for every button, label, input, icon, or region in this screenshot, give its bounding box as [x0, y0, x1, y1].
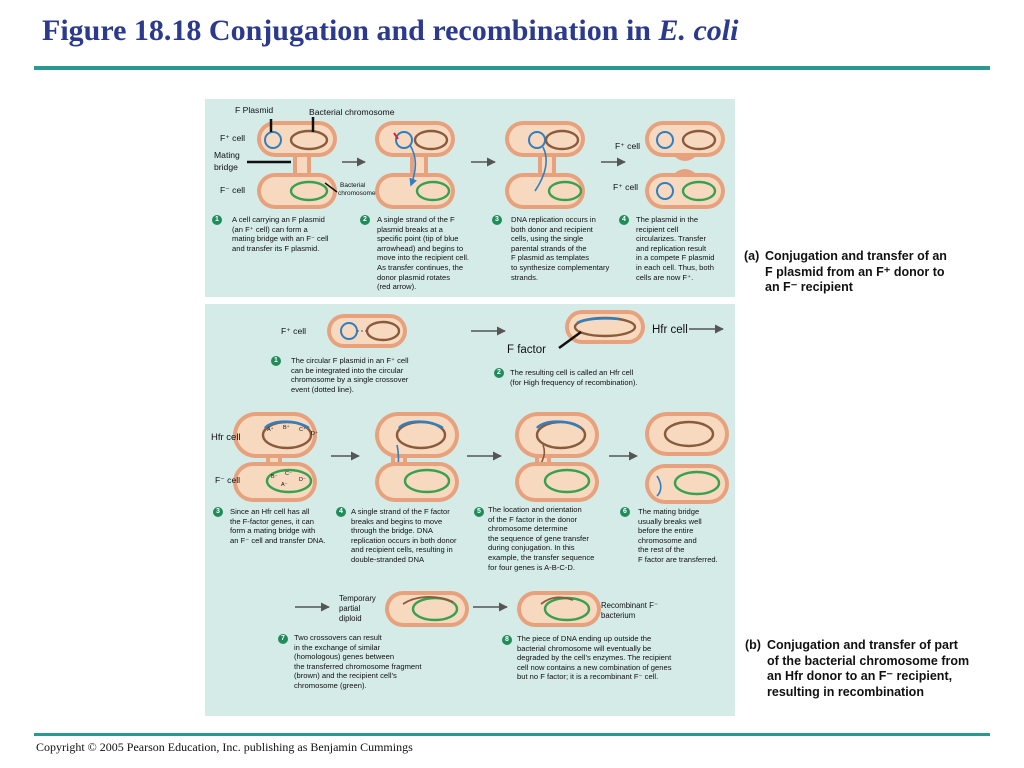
- title-italic-species: E. coli: [658, 14, 739, 47]
- row3-recombination: [295, 591, 601, 627]
- f-plus-cell-right-bottom-label: F⁺ cell: [613, 182, 639, 192]
- gene-b-minus: B⁻: [271, 474, 278, 480]
- panel-a-plasmid-transfer: F Plasmid Bacterial chromosome F⁺ cell M…: [205, 99, 735, 297]
- step-b2-text: The resulting cell is called an Hfr cell…: [510, 368, 638, 387]
- hfr-cell-label: Hfr cell: [211, 432, 241, 443]
- copyright-notice: Copyright © 2005 Pearson Education, Inc.…: [36, 740, 413, 754]
- caption-a: (a) Conjugation and transfer of an F pla…: [744, 249, 947, 294]
- gene-a-minus: A⁻: [281, 482, 288, 488]
- step-a2-badge: 2: [360, 215, 370, 225]
- stage1-cell-pair: [247, 117, 338, 209]
- bottom-divider: [34, 733, 990, 736]
- partial-label: partial: [339, 604, 361, 613]
- row1-f-plus-to-hfr: [327, 310, 724, 350]
- bridge-label: bridge: [214, 162, 238, 172]
- gene-d-minus: D⁻: [299, 477, 306, 483]
- step-a1-text: A cell carrying an F plasmid(an F⁺ cell)…: [232, 215, 329, 253]
- temporary-label: Temporary: [339, 594, 376, 603]
- f-plasmid-label: F Plasmid: [235, 105, 274, 115]
- bacterium-label: bacterium: [601, 611, 636, 620]
- gene-d-plus: D⁺: [311, 431, 318, 437]
- donor-chromosome: [289, 129, 329, 151]
- recipient-chromosome: [289, 180, 329, 202]
- gene-c-minus: C⁻: [285, 471, 292, 477]
- panel-b-illustration: [233, 310, 729, 627]
- panel-b-hfr-recombination: F⁺ cell Hfr cell F factor 1 The circular…: [205, 304, 735, 716]
- step-b1-badge: 1: [271, 356, 281, 366]
- stage4-cells: [645, 121, 725, 209]
- f-factor-label: F factor: [507, 344, 546, 356]
- top-divider: [34, 66, 990, 70]
- caption-a-tag: (a): [744, 249, 760, 263]
- step-b3-badge: 3: [213, 507, 223, 517]
- caption-b: (b) Conjugation and transfer of part of …: [745, 638, 970, 699]
- step-b5-badge: 5: [474, 507, 484, 517]
- step-b7-badge: 7: [278, 634, 288, 644]
- hfr-cell-label-top: Hfr cell: [652, 324, 688, 336]
- bacterial-label-small: Bacterial: [340, 182, 366, 189]
- mating-label: Mating: [214, 150, 240, 160]
- gene-a-plus: A⁺: [267, 427, 274, 433]
- recombinant-label: Recombinant F⁻: [601, 601, 658, 610]
- step-b8-badge: 8: [502, 635, 512, 645]
- row2-hfr-mating-stages: [233, 412, 729, 504]
- diploid-label: diploid: [339, 614, 362, 623]
- mating-bridge-lumen: [297, 149, 307, 183]
- chromosome-label-small: chromosome: [338, 190, 376, 197]
- gene-c-plus: C⁺: [299, 427, 306, 433]
- f-plus-cell-label-b: F⁺ cell: [281, 326, 307, 336]
- stage2-cell-pair: [375, 121, 455, 209]
- f-plus-cell-right-top-label: F⁺ cell: [615, 141, 641, 151]
- caption-b-tag: (b): [745, 638, 761, 652]
- step-b6-badge: 6: [620, 507, 630, 517]
- step-b2-badge: 2: [494, 368, 504, 378]
- step-a4-badge: 4: [619, 215, 629, 225]
- page-title: Figure 18.18 Conjugation and recombinati…: [42, 14, 738, 48]
- bacterial-chromosome-label: Bacterial chromosome: [309, 107, 395, 117]
- step-a1-badge: 1: [212, 215, 222, 225]
- f-plasmid: [264, 131, 282, 149]
- f-minus-cell-label-b: F⁻ cell: [215, 475, 241, 485]
- stage3-cell-pair: [505, 121, 585, 209]
- panel-a-illustration: [247, 117, 725, 209]
- step-a3-badge: 3: [492, 215, 502, 225]
- f-minus-cell-label: F⁻ cell: [220, 185, 246, 195]
- f-plus-cell-label: F⁺ cell: [220, 133, 246, 143]
- gene-b-plus: B⁺: [283, 425, 290, 431]
- title-text: Figure 18.18 Conjugation and recombinati…: [42, 14, 659, 47]
- step-b4-badge: 4: [336, 507, 346, 517]
